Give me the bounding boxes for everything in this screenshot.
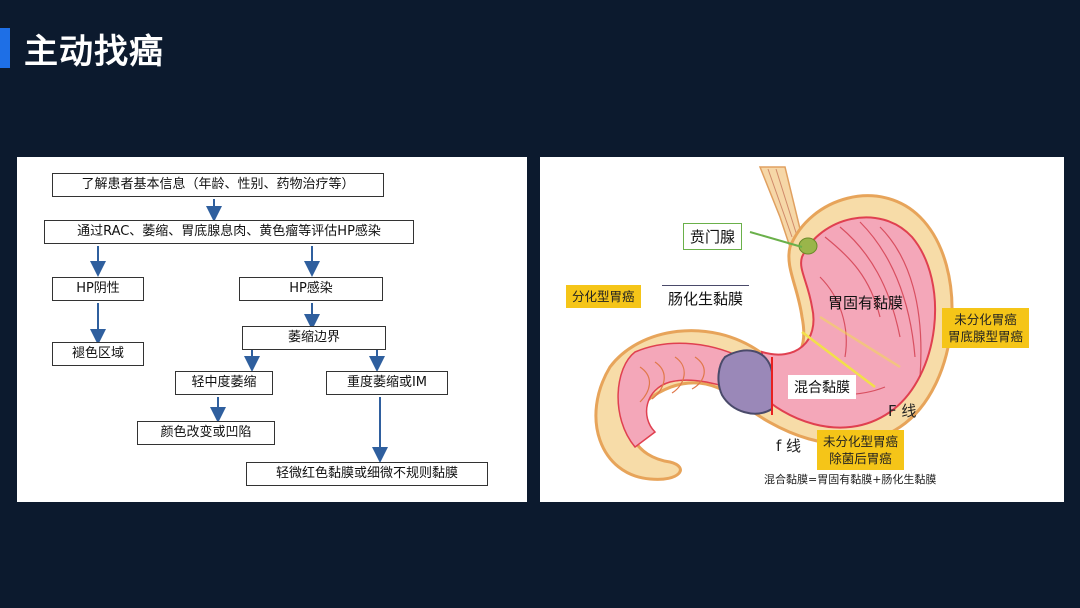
post-erad-line-2: 除菌后胃癌 [829,451,892,466]
label-f-line: f 线 [776,437,802,455]
node-atrophy-border: 萎缩边界 [242,326,386,350]
node-hp-assessment: 通过RAC、萎缩、胃底腺息肉、黄色瘤等评估HP感染 [44,220,414,244]
flowchart-arrows [90,199,388,463]
node-severe-atrophy: 重度萎缩或IM [326,371,448,395]
node-color-change: 颜色改变或凹陷 [137,421,275,445]
label-post-eradication-cancer: 未分化型胃癌 除菌后胃癌 [817,430,905,470]
label-differentiated-cancer: 分化型胃癌 [566,285,641,308]
label-intestinal-metaplasia: 肠化生黏膜 [662,285,750,311]
undiff-line-2: 胃底腺型胃癌 [948,329,1024,344]
slide-title: 主动找癌 [24,32,164,72]
stomach-diagram-panel: 贲门腺 肠化生黏膜 分化型胃癌 胃固有黏膜 未分化胃癌 胃底腺型胃癌 混合黏膜 … [540,157,1064,502]
label-caption: 混合黏膜=胃固有黏膜+肠化生黏膜 [764,473,937,486]
flowchart-panel: 了解患者基本信息（年龄、性别、药物治疗等） 通过RAC、萎缩、胃底腺息肉、黄色瘤… [17,157,527,502]
label-mixed-mucosa: 混合黏膜 [788,375,856,399]
label-F-line: F 线 [888,402,917,420]
title-accent-bar [0,28,10,68]
post-erad-line-1: 未分化型胃癌 [823,434,899,449]
node-basic-info: 了解患者基本信息（年龄、性别、药物治疗等） [52,173,384,197]
node-subtle-mucosa: 轻微红色黏膜或细微不规则黏膜 [246,462,488,486]
label-fundic-mucosa: 胃固有黏膜 [828,294,904,312]
node-mild-atrophy: 轻中度萎缩 [175,371,273,395]
node-hp-negative: HP阴性 [52,277,144,301]
node-faded-area: 褪色区域 [52,342,144,366]
label-cardia-gland: 贲门腺 [683,223,743,250]
label-undifferentiated-cancer: 未分化胃癌 胃底腺型胃癌 [942,308,1030,348]
undiff-line-1: 未分化胃癌 [954,312,1017,327]
node-hp-infected: HP感染 [239,277,383,301]
